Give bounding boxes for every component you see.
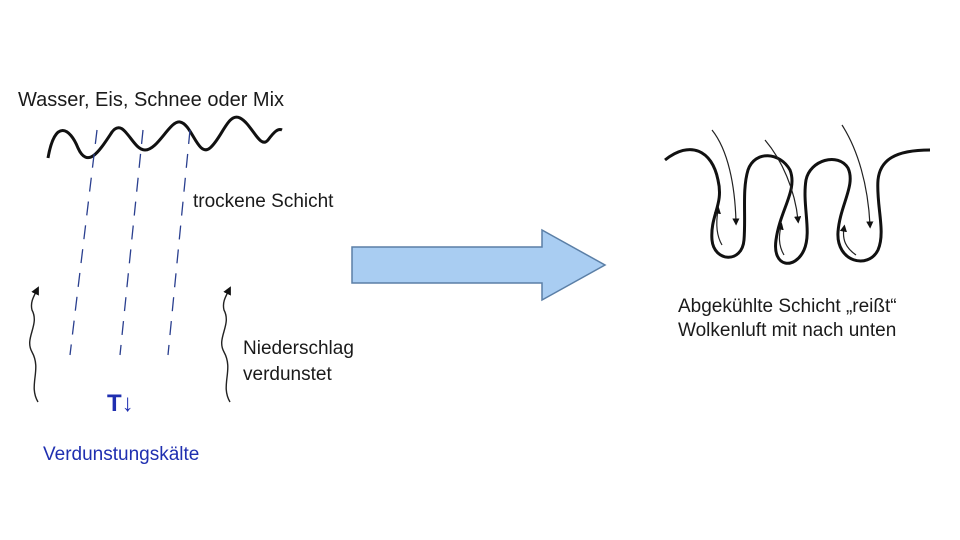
transition-arrow xyxy=(351,228,607,302)
evaporation-arrow-left xyxy=(29,286,39,403)
updraft-arrow-2 xyxy=(776,222,785,256)
evaporation-arrow-right xyxy=(221,286,231,403)
evaporation-label-line1: Niederschlag xyxy=(243,338,354,359)
dry-layer-label: trockene Schicht xyxy=(193,191,334,212)
downdraft-arrow-1 xyxy=(711,129,740,226)
cloud-boundary-mammatus xyxy=(664,148,931,265)
temperature-drop-symbol: T↓ xyxy=(107,390,134,417)
precipitation-streaks xyxy=(69,129,191,356)
downdraft-arrow-3 xyxy=(841,124,874,229)
updraft-arrow-3 xyxy=(839,224,857,256)
right-caption-line1: Abgekühlte Schicht „reißt“ xyxy=(678,296,897,317)
evaporative-cooling-label: Verdunstungskälte xyxy=(43,444,200,465)
precipitation-type-label: Wasser, Eis, Schnee oder Mix xyxy=(18,89,285,111)
right-caption-line2: Wolkenluft mit nach unten xyxy=(678,320,897,341)
cloud-base-wave xyxy=(46,115,283,160)
updraft-arrow-1 xyxy=(713,206,723,246)
downdraft-arrow-2 xyxy=(764,139,802,224)
evaporation-label-line2: verdunstet xyxy=(243,364,332,385)
